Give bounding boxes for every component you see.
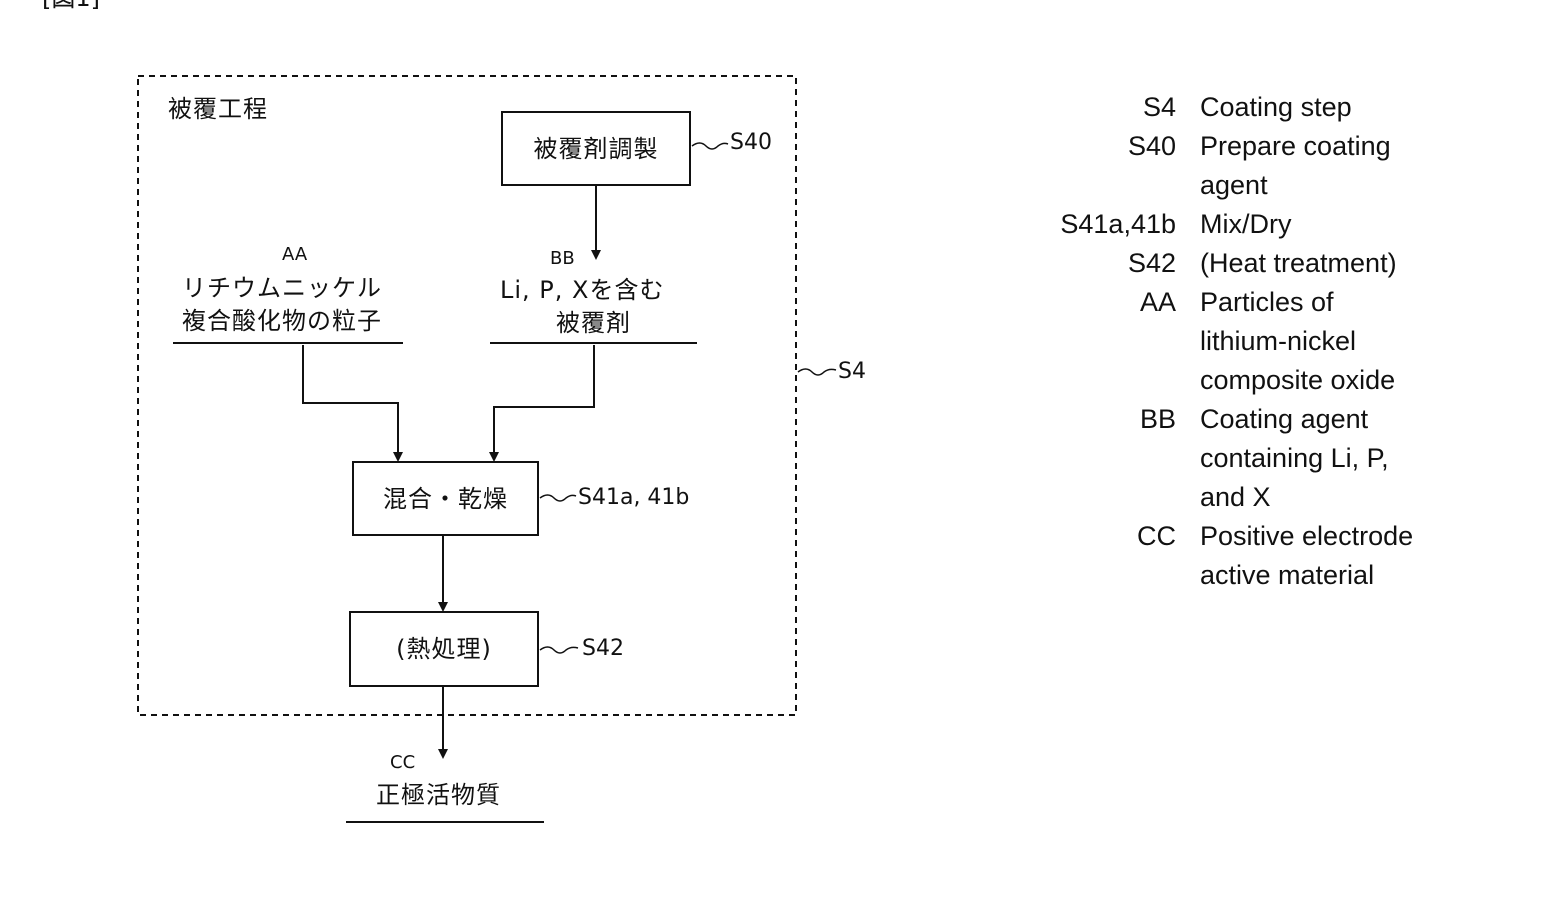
coating-step-title: 被覆工程: [168, 97, 268, 121]
aa-line1: リチウムニッケル: [182, 276, 382, 300]
aa-line2: 複合酸化物の粒子: [182, 309, 382, 333]
legend-desc-line: (Heat treatment): [1200, 244, 1460, 283]
heat-treatment-label: (熱処理): [350, 612, 538, 686]
legend: S4 Coating step S40 Prepare coating agen…: [1030, 88, 1460, 595]
legend-desc-line: Prepare coating: [1200, 127, 1460, 166]
legend-desc-line: containing Li, P,: [1200, 439, 1460, 478]
arrow-bb-to-mix: [494, 345, 594, 460]
s41-ref: S41a, 41b: [578, 487, 689, 509]
legend-code: CC: [1030, 517, 1200, 595]
s41-leader: [540, 495, 576, 501]
legend-row: S41a,41b Mix/Dry: [1030, 205, 1460, 244]
legend-desc-line: composite oxide: [1200, 361, 1460, 400]
legend-code: AA: [1030, 283, 1200, 400]
legend-code: BB: [1030, 400, 1200, 517]
bb-line1: Li, P, Xを含む: [500, 278, 664, 302]
arrow-aa-to-mix: [303, 345, 398, 460]
s40-leader: [692, 143, 728, 149]
legend-code: S40: [1030, 127, 1200, 205]
bb-code: BB: [550, 250, 575, 268]
legend-code: S4: [1030, 88, 1200, 127]
legend-code: S42: [1030, 244, 1200, 283]
s4-ref: S4: [838, 361, 866, 383]
legend-row: S42 (Heat treatment): [1030, 244, 1460, 283]
cc-code: CC: [390, 754, 415, 772]
legend-code: S41a,41b: [1030, 205, 1200, 244]
prepare-coating-agent-label: 被覆剤調製: [502, 112, 690, 185]
legend-row: CC Positive electrode active material: [1030, 517, 1460, 595]
legend-desc-line: lithium-nickel: [1200, 322, 1460, 361]
legend-desc-line: Coating agent: [1200, 400, 1460, 439]
cc-label: 正極活物質: [376, 783, 501, 807]
s4-leader: [798, 369, 836, 375]
legend-row: S40 Prepare coating agent: [1030, 127, 1460, 205]
legend-desc-line: active material: [1200, 556, 1460, 595]
legend-desc-line: and X: [1200, 478, 1460, 517]
figure-label: [図1]: [42, 0, 100, 10]
legend-desc-line: Mix/Dry: [1200, 205, 1460, 244]
legend-desc-line: Particles of: [1200, 283, 1460, 322]
mix-dry-label: 混合・乾燥: [353, 462, 538, 535]
legend-row: S4 Coating step: [1030, 88, 1460, 127]
s42-ref: S42: [582, 638, 624, 660]
legend-desc-line: Positive electrode: [1200, 517, 1460, 556]
legend-row: AA Particles of lithium-nickel composite…: [1030, 283, 1460, 400]
legend-row: BB Coating agent containing Li, P, and X: [1030, 400, 1460, 517]
bb-line2: 被覆剤: [556, 311, 631, 335]
s42-leader: [540, 647, 578, 653]
legend-desc-line: Coating step: [1200, 88, 1460, 127]
aa-code: AA: [282, 246, 307, 264]
legend-desc-line: agent: [1200, 166, 1460, 205]
s40-ref: S40: [730, 132, 772, 154]
